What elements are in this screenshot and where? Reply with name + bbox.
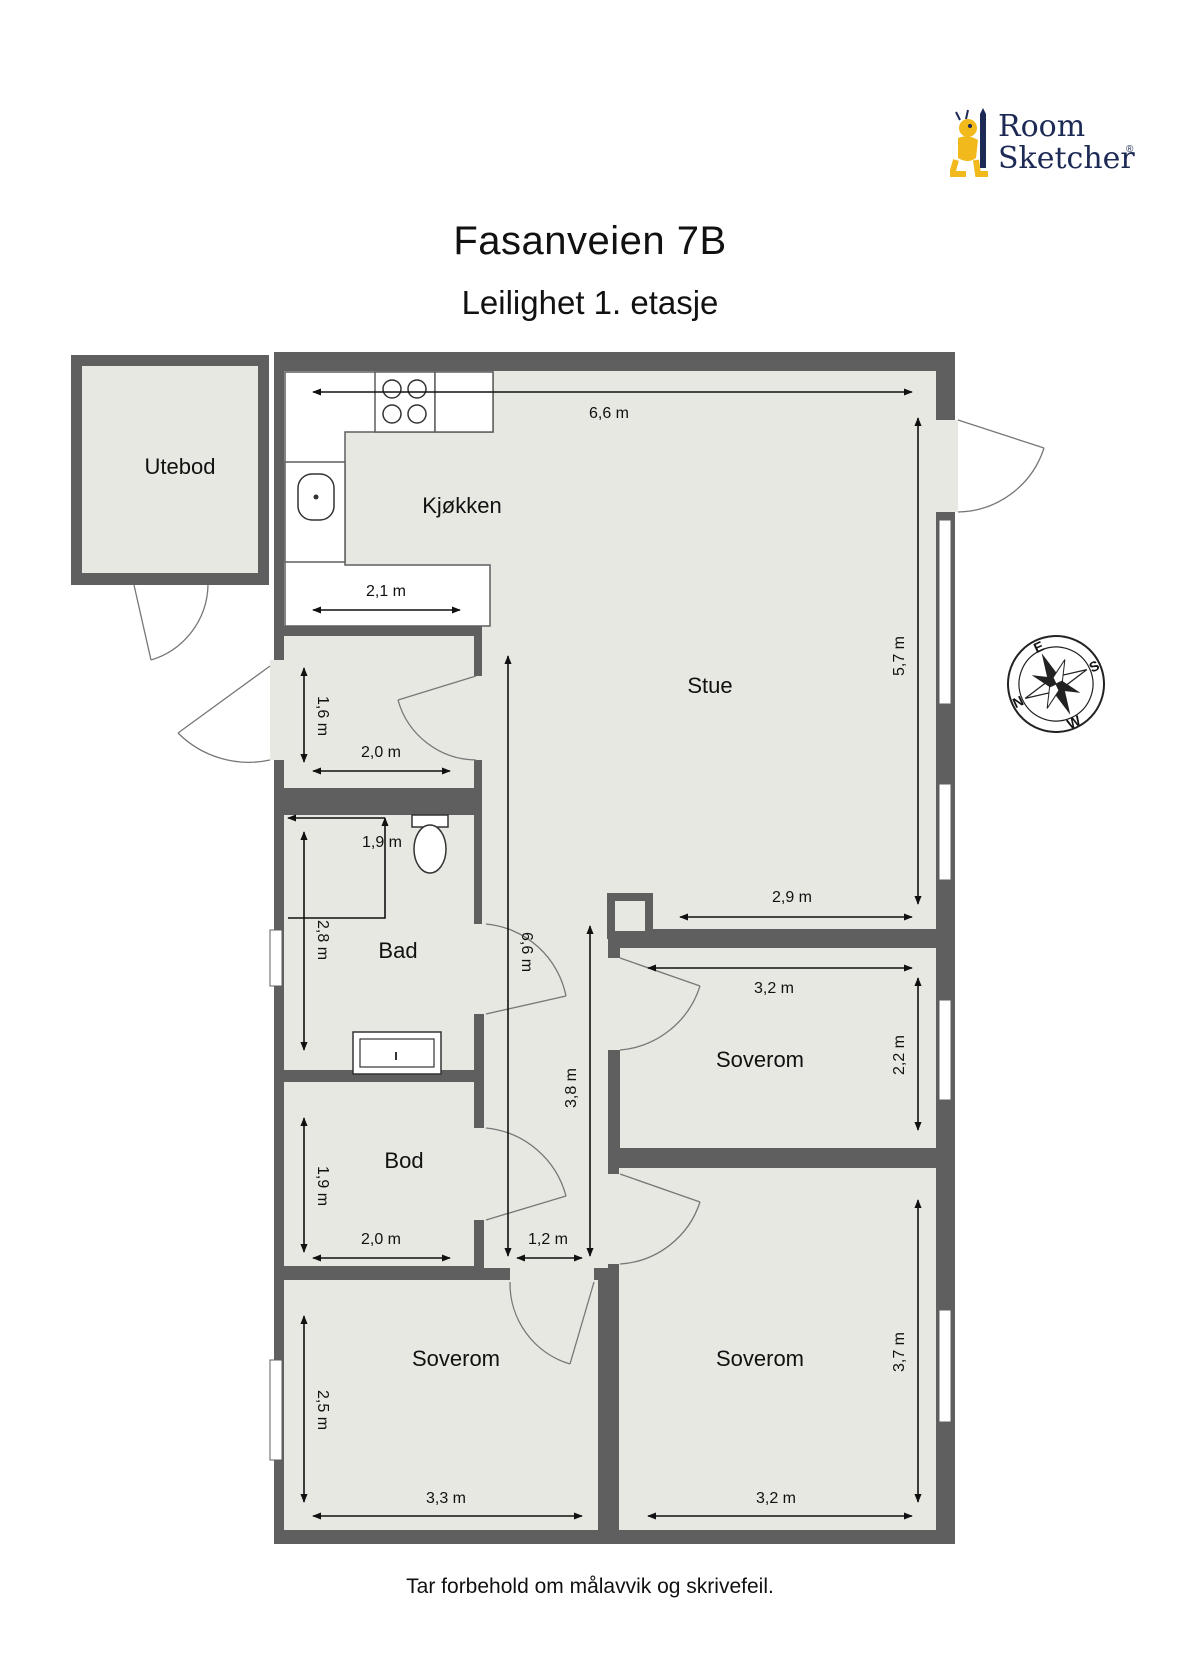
doors <box>133 419 1045 1365</box>
entry-floor <box>284 636 474 788</box>
dim-label-3-2-top: 3,2 m <box>754 980 794 997</box>
dim-label-1-6: 1,6 m <box>314 696 331 736</box>
dim-label-6-6-top: 6,6 m <box>589 405 629 422</box>
room-label-soverom-right-top: Soverom <box>716 1047 804 1072</box>
window-bad <box>269 929 283 987</box>
sink-basin-icon <box>297 473 335 521</box>
dim-label-2-5: 2,5 m <box>314 1390 331 1430</box>
bathroom-sink-icon <box>352 1031 442 1075</box>
interior-door-openings <box>470 676 622 1282</box>
logo-text-sketcher: Sketcher <box>998 141 1135 176</box>
logo-registered-mark: ® <box>1126 144 1134 155</box>
dim-label-3-2-bottom: 3,2 m <box>756 1490 796 1507</box>
soverom-right-top-floor <box>620 948 936 1148</box>
kitchen-cabinet <box>434 371 494 433</box>
window-stue-2 <box>938 783 952 881</box>
entry-door <box>397 675 477 761</box>
dim-label-2-1: 2,1 m <box>366 583 406 600</box>
balcony-door-opening <box>934 420 958 512</box>
room-label-bod: Bod <box>384 1148 423 1173</box>
compass-rose-icon: E S W N <box>1007 635 1105 733</box>
dim-line-1-9-bad-a <box>288 817 389 919</box>
disclaimer-note: Tar forbehold om målavvik og skrivefeil. <box>406 1575 774 1598</box>
dim-label-5-7: 5,7 m <box>891 636 908 676</box>
window-stue-1 <box>938 519 952 705</box>
dimension-lines <box>300 388 922 1520</box>
dim-label-1-9-bad: 1,9 m <box>362 834 402 851</box>
dim-label-3-7: 3,7 m <box>891 1332 908 1372</box>
stove-icon <box>374 371 436 433</box>
window-soverom-bottom-right <box>938 1309 952 1423</box>
soverom-bottom-left-door <box>509 1281 595 1365</box>
room-label-utebod: Utebod <box>145 454 216 479</box>
dim-label-2-0-bod: 2,0 m <box>361 1231 401 1248</box>
entrance-door <box>177 665 271 763</box>
room-label-kjokken: Kjøkken <box>422 493 501 518</box>
soverom-bottom-left-floor <box>284 1280 598 1530</box>
room-label-soverom-bottom-right: Soverom <box>716 1346 804 1371</box>
plan-title: Fasanveien 7B <box>453 219 727 263</box>
dim-label-2-9: 2,9 m <box>772 889 812 906</box>
dim-label-3-8: 3,8 m <box>563 1068 580 1108</box>
toilet-icon <box>411 814 449 874</box>
dim-label-6-6-vertical: 6,6 m <box>518 932 535 972</box>
kitchen-sink <box>284 461 346 563</box>
window-soverom-bottom-left <box>269 1359 283 1461</box>
bod-door <box>485 1127 567 1221</box>
entrance-door-opening <box>270 660 286 760</box>
logo-text-room: Room <box>998 109 1086 144</box>
roomsketcher-figure-icon <box>948 108 988 177</box>
shaft <box>607 893 653 939</box>
plan-subtitle: Leilighet 1. etasje <box>461 284 719 321</box>
windows <box>269 519 952 1461</box>
dim-label-1-2: 1,2 m <box>528 1231 568 1248</box>
dimension-labels: 6,6 m 5,7 m 2,1 m 1,6 m 2,0 m 1,9 m 2,8 … <box>314 405 908 1507</box>
dim-label-1-9-bod: 1,9 m <box>314 1166 331 1206</box>
dim-label-2-0-entry: 2,0 m <box>361 744 401 761</box>
dim-label-2-8: 2,8 m <box>314 920 331 960</box>
window-soverom-right-top <box>938 999 952 1101</box>
roomsketcher-logo: Room Sketcher ® <box>948 108 1140 178</box>
dim-label-3-3: 3,3 m <box>426 1490 466 1507</box>
room-label-bad: Bad <box>378 938 417 963</box>
stue-kjokken-floor <box>284 371 936 940</box>
room-label-soverom-bottom-left: Soverom <box>412 1346 500 1371</box>
utebod-floor <box>82 366 258 573</box>
bad-door <box>485 923 567 1015</box>
soverom-bottom-right-floor <box>619 1168 936 1530</box>
utebod-door <box>133 584 209 661</box>
bod-floor <box>284 1082 474 1266</box>
balcony-door <box>957 419 1045 513</box>
kitchen-fixtures <box>284 371 494 627</box>
room-label-stue: Stue <box>687 673 732 698</box>
sink-drain-icon <box>313 494 319 500</box>
soverom-right-top-door <box>619 957 701 1051</box>
dim-label-2-2: 2,2 m <box>891 1035 908 1075</box>
room-floors <box>284 371 936 1530</box>
soverom-bottom-right-door <box>619 1173 701 1265</box>
